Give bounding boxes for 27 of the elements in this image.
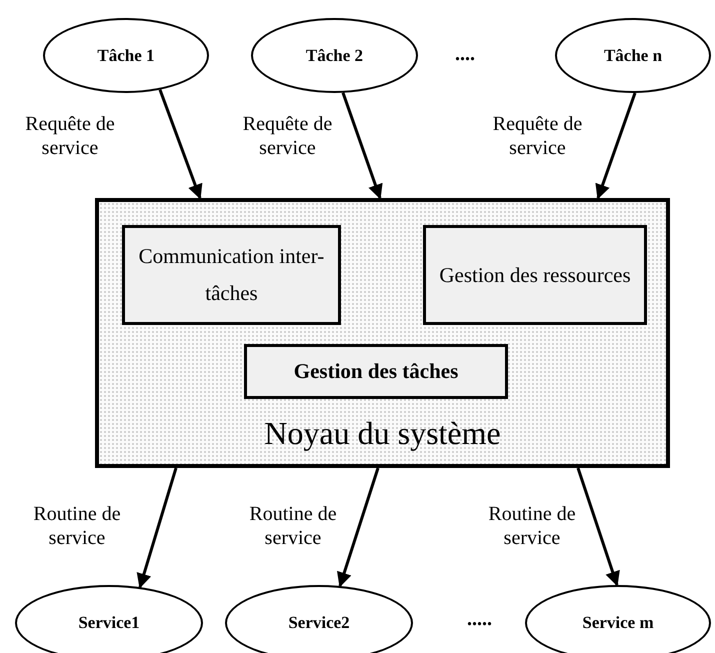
edge-label: Routine de service xyxy=(487,502,577,550)
ellipsis-text: ..... xyxy=(467,607,492,631)
node-label: Tâche 1 xyxy=(97,46,155,66)
arrow xyxy=(576,468,620,586)
edge-label: Routine de service xyxy=(32,502,122,550)
module-box xyxy=(244,344,508,399)
edge-label: Requête de service xyxy=(492,112,584,160)
node-label: Tâche 2 xyxy=(306,46,364,66)
node-label: Service2 xyxy=(288,613,350,633)
node-label: Tâche n xyxy=(604,46,662,66)
kernel-box xyxy=(95,198,670,468)
module-box xyxy=(423,225,647,325)
node-label: Communication inter-tâches xyxy=(138,243,326,307)
node-label: Gestion des tâches xyxy=(294,358,458,384)
node-label: Service m xyxy=(582,613,654,633)
arrow xyxy=(337,468,380,588)
node-label: Gestion des ressources xyxy=(439,262,631,289)
module-box xyxy=(122,225,341,325)
edge-label: Requête de service xyxy=(242,112,334,160)
arrow xyxy=(342,92,383,200)
edge-label: Routine de service xyxy=(248,502,338,550)
kernel-title: Noyau du système xyxy=(264,415,501,452)
edge-label: Requête de service xyxy=(24,112,116,160)
arrow xyxy=(158,89,202,200)
arrow xyxy=(595,92,636,200)
ellipsis-text: .... xyxy=(455,42,475,66)
node-label: Service1 xyxy=(78,613,140,633)
